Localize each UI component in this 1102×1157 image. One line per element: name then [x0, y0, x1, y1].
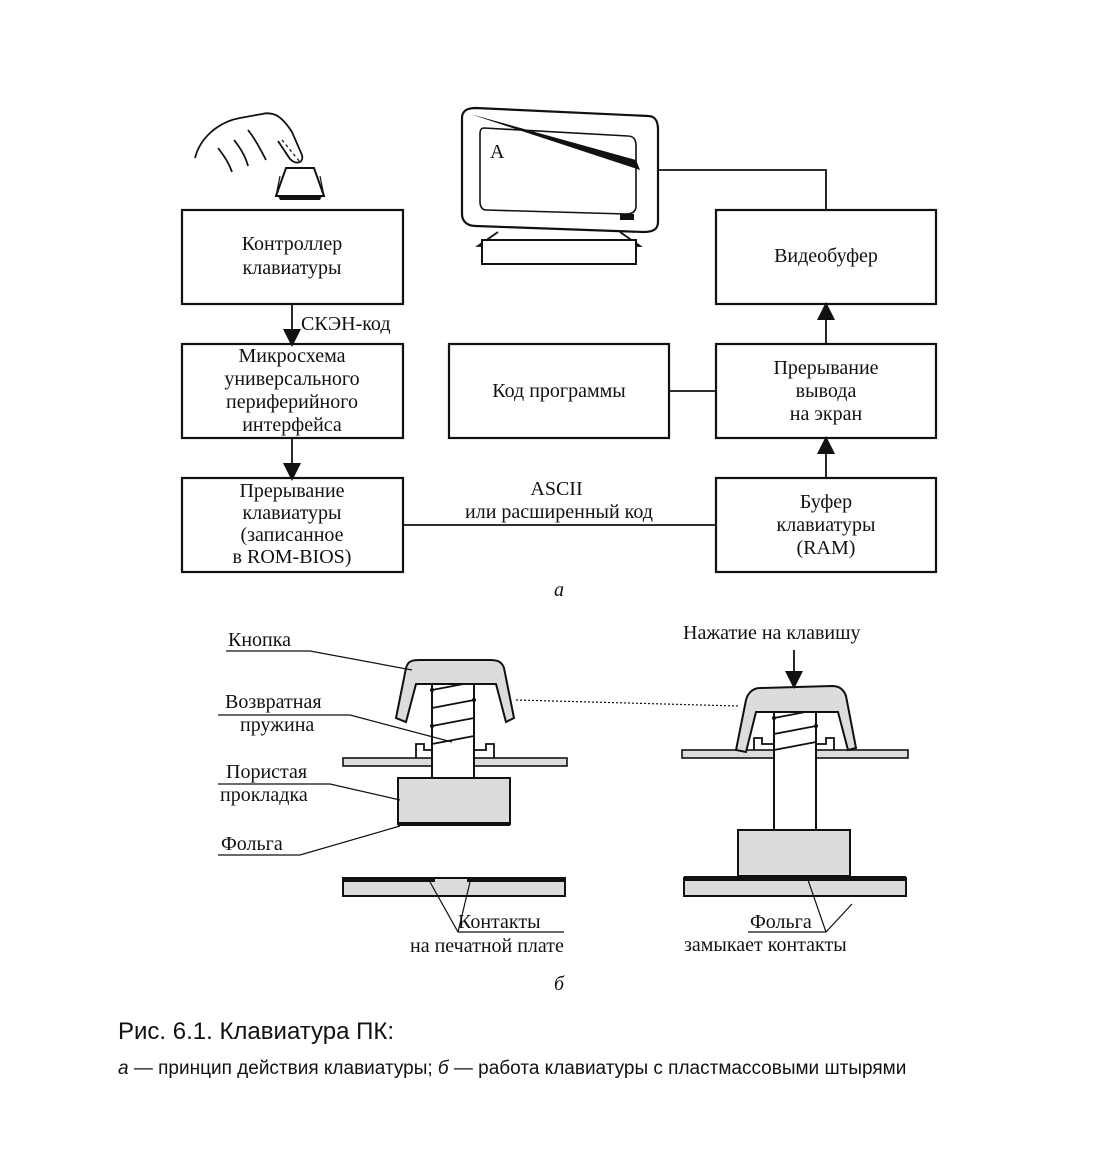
svg-text:на печатной плате: на печатной плате [410, 935, 564, 957]
svg-text:Контакты: Контакты [458, 911, 541, 933]
block-program-code: Код программы [447, 342, 671, 440]
finger-press-icon [194, 112, 304, 173]
label-foil-closes: Фольга замыкает контакты [684, 879, 853, 956]
svg-text:Код программы: Код программы [492, 380, 625, 402]
sublabel-b: б [554, 973, 565, 995]
svg-text:в ROM-BIOS): в ROM-BIOS) [233, 546, 352, 568]
svg-text:Возвратная: Возвратная [225, 691, 322, 713]
svg-text:вывода: вывода [796, 380, 857, 402]
svg-text:пружина: пружина [240, 714, 314, 736]
block-keyboard-interrupt: Прерывание клавиатуры (записанное в ROM-… [180, 476, 405, 574]
figure-caption-title: Рис. 6.1. Клавиатура ПК: [118, 1018, 395, 1045]
figure-caption-description: а — принцип действия клавиатуры; б — раб… [118, 1058, 907, 1079]
label-contacts: Контакты на печатной плате [410, 881, 564, 957]
svg-text:Фольга: Фольга [750, 911, 812, 933]
screen-letter: A [490, 141, 505, 163]
svg-text:(RAM): (RAM) [797, 537, 856, 559]
svg-text:Прерывание: Прерывание [239, 480, 344, 502]
label-button: Кнопка [226, 629, 413, 671]
svg-text:Видеобуфер: Видеобуфер [774, 245, 878, 267]
line-videobuffer-to-monitor [658, 169, 827, 210]
svg-text:клавиатуры: клавиатуры [777, 514, 876, 536]
svg-text:Буфер: Буфер [800, 491, 852, 513]
monitor-icon: A [460, 106, 660, 265]
svg-text:прокладка: прокладка [220, 784, 308, 806]
scan-code-label: СКЭН-код [301, 313, 391, 335]
block-output-interrupt: Прерывание вывода на экран [714, 342, 938, 440]
label-foil: Фольга [218, 825, 401, 856]
block-keyboard-controller: Контроллер клавиатуры [180, 208, 405, 306]
svg-text:клавиатуры: клавиатуры [243, 257, 342, 279]
key-cap-icon [274, 167, 326, 200]
svg-text:универсального: универсального [224, 368, 359, 390]
sublabel-a: а [554, 579, 564, 601]
key-pressed [681, 650, 909, 897]
svg-text:замыкает контакты: замыкает контакты [684, 934, 847, 956]
key-released [342, 659, 568, 897]
block-microchip: Микросхема универсального периферийного … [180, 342, 405, 440]
svg-text:Кнопка: Кнопка [228, 629, 291, 651]
block-video-buffer: Видеобуфер [714, 208, 938, 306]
svg-text:интерфейса: интерфейса [242, 414, 342, 436]
svg-text:Фольга: Фольга [221, 833, 283, 855]
svg-text:Прерывание: Прерывание [773, 357, 878, 379]
svg-text:Пористая: Пористая [226, 761, 307, 783]
label-pad: Пористая прокладка [218, 761, 401, 806]
label-spring: Возвратная пружина [218, 691, 453, 743]
svg-text:периферийного: периферийного [226, 391, 358, 413]
label-press: Нажатие на клавишу [683, 622, 861, 644]
svg-text:(записанное: (записанное [240, 524, 343, 546]
svg-text:клавиатуры: клавиатуры [243, 502, 342, 524]
block-keyboard-buffer: Буфер клавиатуры (RAM) [714, 476, 938, 574]
ascii-label: ASCII или расширенный код [465, 478, 653, 523]
svg-text:Микросхема: Микросхема [238, 345, 345, 367]
svg-text:Контроллер: Контроллер [242, 233, 343, 255]
svg-text:на экран: на экран [790, 403, 863, 425]
